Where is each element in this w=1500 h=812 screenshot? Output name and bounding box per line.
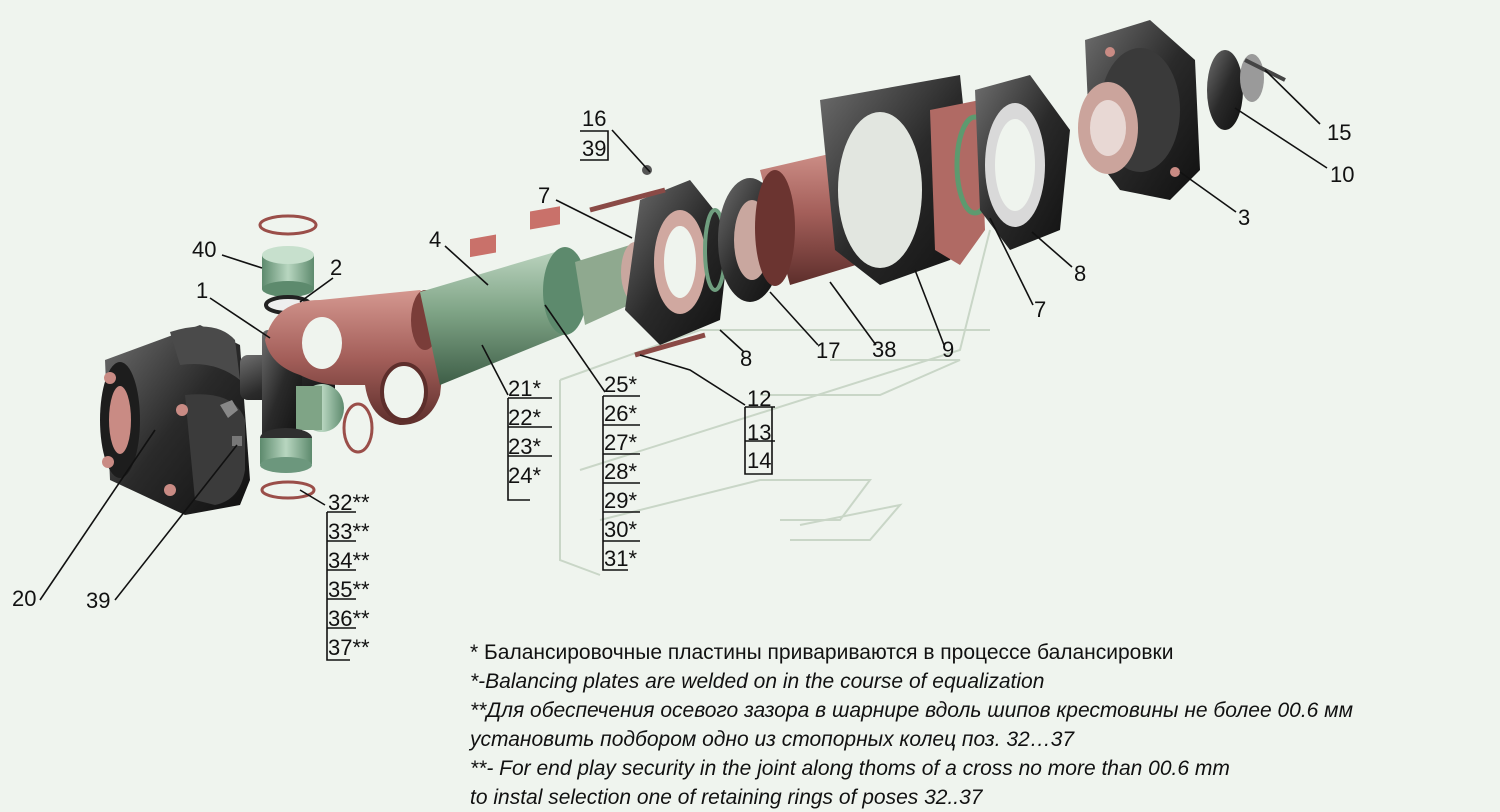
companion-flange-part-3 <box>1078 20 1200 200</box>
note-endplay-en-2: to instal selection one of retaining rin… <box>470 786 983 809</box>
note-balancing-en: *-Balancing plates are welded on in the … <box>470 670 1045 693</box>
callout-3: 3 <box>1238 205 1250 230</box>
callout-39-top: 39 <box>582 136 606 161</box>
group-c-item-1: 13 <box>747 420 771 445</box>
group-d-list: 32** 33** 34** 35** 36** 37** <box>326 490 370 661</box>
leader-lines <box>39 69 1328 601</box>
callout-1: 1 <box>196 278 208 303</box>
group-a-item-3: 24* <box>508 463 541 488</box>
callout-8-left: 8 <box>740 346 752 371</box>
group-b-item-6: 31* <box>604 546 637 571</box>
group-a-item-0: 21* <box>508 376 541 401</box>
group-b-item-4: 29* <box>604 488 637 513</box>
shaft-tube-part-4 <box>420 206 649 385</box>
callout-8-right: 8 <box>1074 261 1086 286</box>
group-b-item-2: 27* <box>604 430 637 455</box>
note-balancing-ru: * Балансировочные пластины привариваются… <box>470 641 1174 664</box>
grease-fittings <box>220 400 242 446</box>
callout-20: 20 <box>12 586 36 611</box>
group-c-list: 12 13 14 <box>744 386 775 475</box>
footnotes: * Балансировочные пластины привариваются… <box>470 638 1490 812</box>
group-d-item-4: 36** <box>328 606 370 631</box>
group-d-item-1: 33** <box>328 519 370 544</box>
group-d-item-2: 34** <box>328 548 370 573</box>
bracket-16-39 <box>580 130 609 161</box>
group-b-item-0: 25* <box>604 372 637 397</box>
group-a-item-2: 23* <box>508 434 541 459</box>
group-b-item-3: 28* <box>604 459 637 484</box>
callout-10: 10 <box>1330 162 1354 187</box>
callout-16: 16 <box>582 106 606 131</box>
callout-40: 40 <box>192 237 216 262</box>
group-d-item-3: 35** <box>328 577 370 602</box>
callout-labels: 40 2 1 4 7 16 39 15 10 3 8 7 9 38 17 8 2… <box>12 106 1354 613</box>
note-endplay-en-1: **- For end play security in the joint a… <box>470 757 1230 780</box>
flange-yoke-part-20 <box>100 325 250 515</box>
note-endplay-ru-1: **Для обеспечения осевого зазора в шарни… <box>470 699 1353 722</box>
callout-4: 4 <box>429 227 441 252</box>
bearing-flange-part-8 <box>589 165 730 358</box>
group-d-item-0: 32** <box>328 490 370 515</box>
group-a-list: 21* 22* 23* 24* <box>507 376 552 501</box>
callout-2: 2 <box>330 255 342 280</box>
group-b-item-5: 30* <box>604 517 637 542</box>
callout-38: 38 <box>872 337 896 362</box>
note-endplay-ru-2: установить подбором одно из стопорных ко… <box>470 728 1075 751</box>
washer-and-bolt <box>1207 50 1286 130</box>
group-b-list: 25* 26* 27* 28* 29* 30* 31* <box>602 372 640 571</box>
bearing-cup-part-40 <box>262 246 314 297</box>
callout-15: 15 <box>1327 120 1351 145</box>
group-c-item-0: 12 <box>747 386 771 411</box>
group-b-item-1: 26* <box>604 401 637 426</box>
guide-lines <box>559 229 991 576</box>
callout-7-left: 7 <box>538 183 550 208</box>
seal-and-cover-right <box>954 75 1070 250</box>
group-d-item-5: 37** <box>328 635 370 660</box>
callout-17: 17 <box>816 338 840 363</box>
callout-9: 9 <box>942 337 954 362</box>
group-a-item-1: 22* <box>508 405 541 430</box>
group-c-item-2: 14 <box>747 448 771 473</box>
callout-7-right: 7 <box>1034 297 1046 322</box>
callout-39-bottom: 39 <box>86 588 110 613</box>
